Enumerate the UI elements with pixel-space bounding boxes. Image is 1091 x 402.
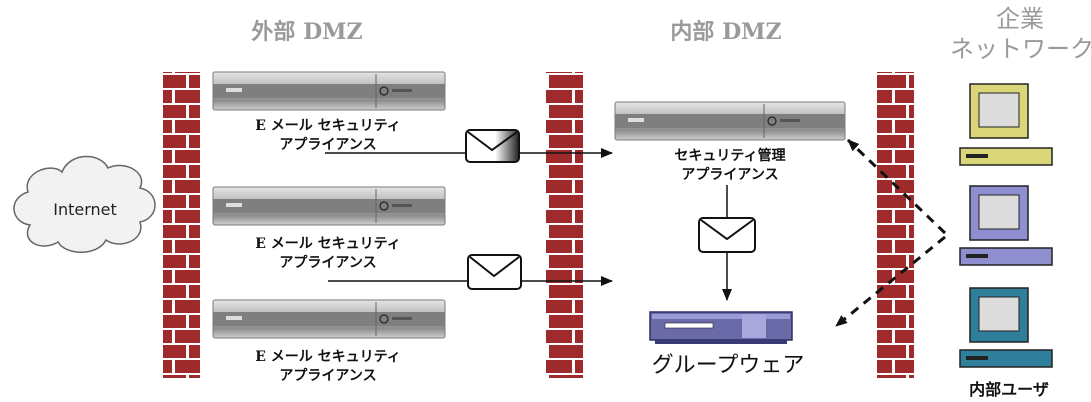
envelope-icon-middle bbox=[467, 254, 522, 290]
email-appliance-1 bbox=[212, 71, 446, 111]
email-appliance-3-label-line1: E メール セキュリティ bbox=[255, 349, 401, 365]
firewall-internal bbox=[546, 72, 583, 378]
email-appliance-2-label-line2: アプライアンス bbox=[279, 255, 377, 271]
corporate-network-label-line2: ネットワーク bbox=[950, 35, 1091, 63]
email-appliance-2 bbox=[212, 186, 446, 226]
email-appliance-1-label-line1: E メール セキュリティ bbox=[255, 118, 401, 134]
management-appliance-label: セキュリティ管理 アプライアンス bbox=[632, 147, 828, 185]
firewall-corporate bbox=[877, 72, 914, 378]
internal-dmz-label: 内部 DMZ bbox=[670, 19, 782, 45]
management-appliance-label-line1: セキュリティ管理 bbox=[674, 148, 786, 164]
management-appliance-label-line2: アプライアンス bbox=[681, 167, 779, 183]
computer-icon-purple bbox=[959, 185, 1053, 266]
email-appliance-1-label: E メール セキュリティ アプライアンス bbox=[228, 117, 428, 155]
corporate-network-label-line1: 企業 bbox=[996, 5, 1044, 33]
internal-users-label: 内部ユーザ bbox=[969, 380, 1049, 399]
computer-icon-teal bbox=[959, 287, 1053, 368]
email-appliance-3 bbox=[212, 299, 446, 339]
email-appliance-1-label-line2: アプライアンス bbox=[279, 137, 377, 153]
groupware-label: グループウェア bbox=[651, 353, 805, 378]
email-appliance-3-label: E メール セキュリティ アプライアンス bbox=[228, 348, 428, 386]
email-appliance-2-label: E メール セキュリティ アプライアンス bbox=[228, 235, 428, 273]
external-dmz-label: 外部 DMZ bbox=[251, 19, 363, 45]
envelope-icon-top bbox=[465, 129, 520, 163]
firewall-external bbox=[163, 72, 200, 378]
user-to-groupware-dashed-arrow bbox=[835, 235, 946, 328]
computer-icon-yellow bbox=[959, 83, 1053, 166]
user-to-management-dashed-arrow bbox=[846, 138, 947, 235]
envelope-icon-right bbox=[698, 217, 756, 253]
internet-cloud-icon bbox=[13, 155, 156, 253]
corporate-network-label: 企業 ネットワーク bbox=[950, 4, 1091, 64]
groupware-server bbox=[649, 311, 793, 344]
email-appliance-3-label-line2: アプライアンス bbox=[279, 368, 377, 384]
internet-label: Internet bbox=[53, 200, 117, 219]
email-appliance-2-label-line1: E メール セキュリティ bbox=[255, 236, 401, 252]
management-appliance bbox=[614, 101, 846, 141]
